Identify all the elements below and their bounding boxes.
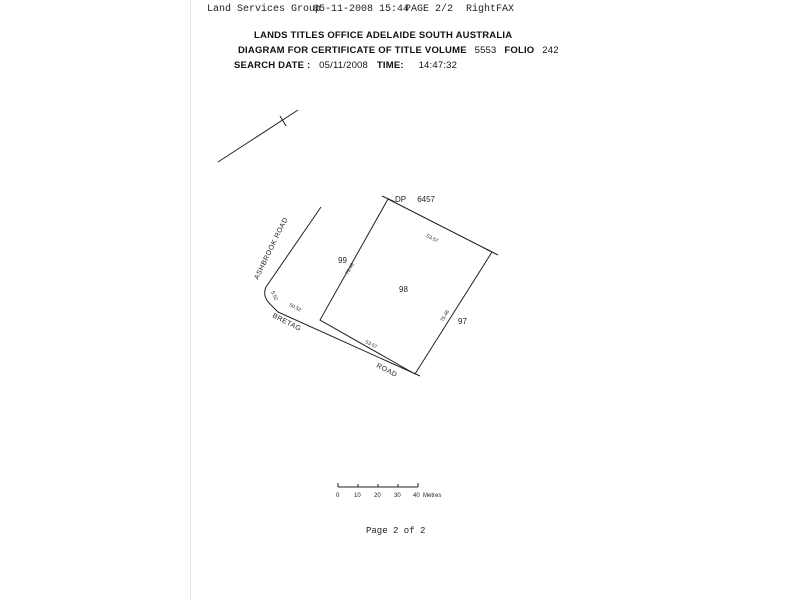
search-date-label: SEARCH DATE : [234,60,311,71]
time-label: TIME: [376,60,404,71]
scale-tick-0: 0 [336,493,340,499]
scale-tick-20: 20 [374,493,381,499]
folio-number: 242 [542,45,559,56]
dim-top: 53.57 [425,233,439,244]
dp-label: DP 6457 [395,195,436,204]
office-title: LANDS TITLES OFFICE ADELAIDE SOUTH AUSTR… [254,30,513,41]
search-date: 05/11/2008 [319,60,369,71]
scale-tick-10: 10 [354,493,361,499]
scale-tick-40: 40 [413,493,420,499]
bretag-road-boundary [277,311,421,377]
page-edge-line [190,0,191,600]
fax-header: Land Services Group 05-11-2008 15:44 PAG… [0,0,800,20]
scale-tick-30: 30 [394,493,401,499]
lot-97-label: 97 [458,317,467,326]
dp-number: 6457 [417,195,435,204]
search-info: SEARCH DATE : 05/11/2008 TIME: 14:47:32 [234,60,462,71]
fax-sender: Land Services Group [207,4,322,15]
dim-bottom: 53.57 [364,339,378,350]
dim-right: 75.46 [440,309,452,323]
lot-99-label: 99 [338,256,347,265]
diagram-label: DIAGRAM FOR CERTIFICATE OF TITLE VOLUME [238,45,467,56]
volume-number: 5553 [474,45,497,56]
ashbrook-road-label: ASHBROOK ROAD [254,216,290,281]
search-time: 14:47:32 [418,60,458,71]
diagram-title: DIAGRAM FOR CERTIFICATE OF TITLE VOLUME … [238,45,564,56]
scale-unit: Metres [423,493,441,499]
north-point [217,109,299,163]
subject-parcel-boundary [319,198,493,375]
folio-label: FOLIO [504,45,535,56]
lot-98-label: 98 [399,285,408,294]
fax-page: PAGE 2/2 [405,4,454,15]
dim-corner-a: 5.52 [269,290,279,302]
ashbrook-road-boundary [264,206,322,313]
page-number: Page 2 of 2 [366,526,426,536]
scale-bar: 0 10 20 30 40 Metres [336,483,441,499]
dp-prefix: DP [395,195,406,204]
dim-left: 75.46 [345,262,357,276]
dim-corner-b: 50.52 [288,302,302,313]
fax-datetime: 05-11-2008 15:44 [313,4,410,15]
fax-service: RightFAX [466,4,515,15]
